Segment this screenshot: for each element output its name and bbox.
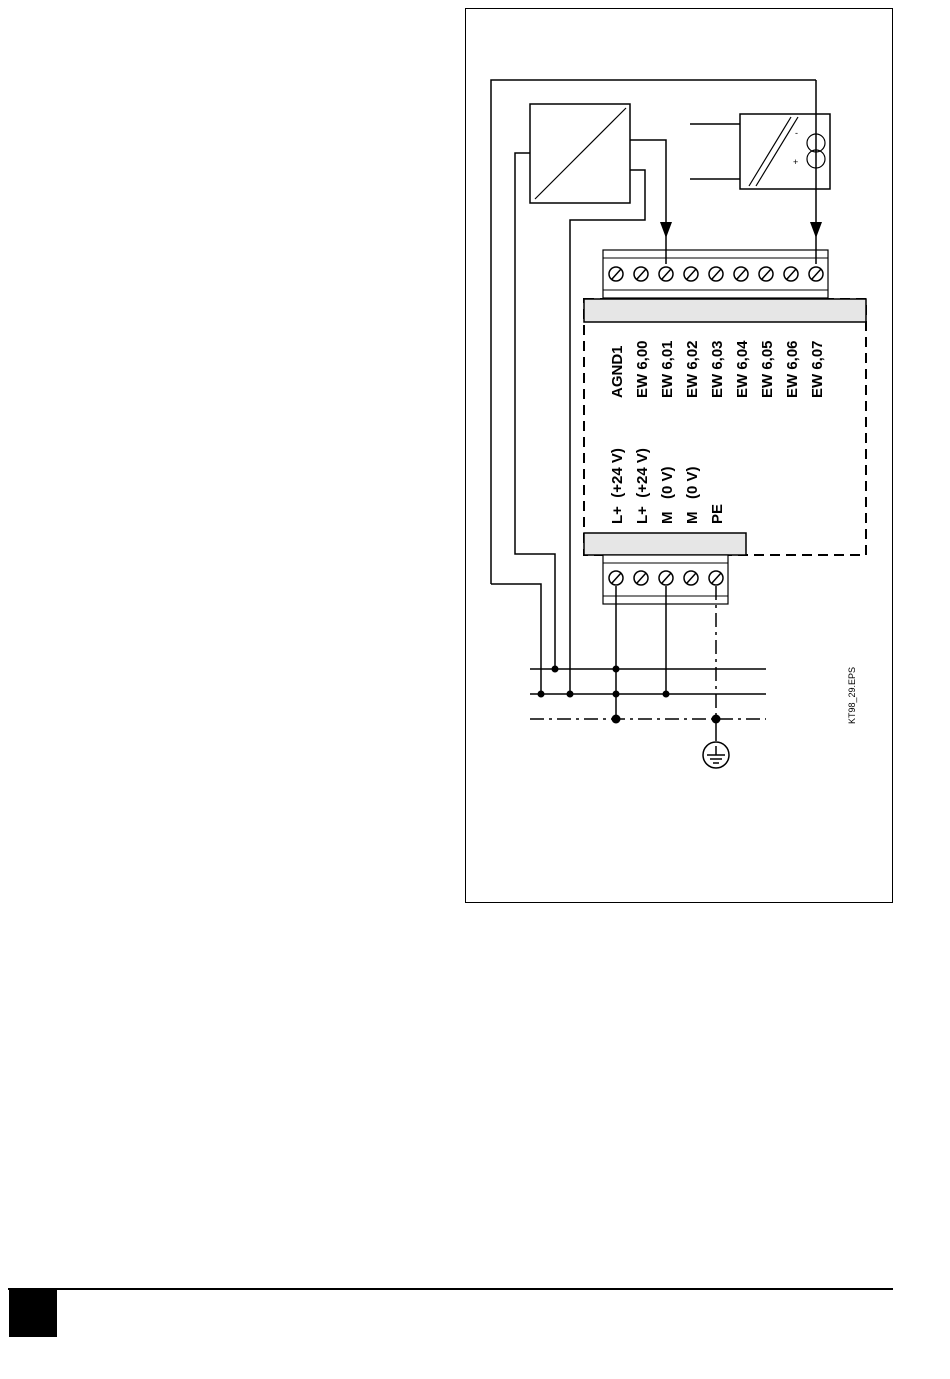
terminal-label-ew-601: EW 6,01 bbox=[659, 340, 676, 398]
terminal-label-ew-607: EW 6,07 bbox=[809, 340, 826, 398]
terminal-label-l-plus-1: L+ (+24 V) bbox=[609, 448, 626, 524]
page-tab-marker bbox=[9, 1289, 57, 1337]
input-terminal-labels: AGND1 EW 6,00 EW 6,01 EW 6,02 EW 6,03 EW… bbox=[609, 340, 826, 398]
terminal-label-pe: PE bbox=[709, 504, 726, 524]
signal-converter bbox=[530, 104, 630, 203]
arrowheads bbox=[660, 222, 822, 238]
terminal-label-ew-606: EW 6,06 bbox=[784, 340, 801, 398]
terminal-screw bbox=[659, 267, 673, 281]
terminal-label-m-2: M (0 V) bbox=[684, 466, 701, 524]
minus-sign: - bbox=[795, 128, 798, 138]
terminal-label-ew-605: EW 6,05 bbox=[759, 340, 776, 398]
terminal-screw bbox=[659, 571, 673, 585]
terminal-screw bbox=[634, 571, 648, 585]
terminal-label-ew-603: EW 6,03 bbox=[709, 340, 726, 398]
terminal-label-ew-604: EW 6,04 bbox=[734, 340, 751, 398]
terminal-screw bbox=[784, 267, 798, 281]
terminal-screw bbox=[709, 267, 723, 281]
terminal-screw bbox=[734, 267, 748, 281]
terminal-label-ew-602: EW 6,02 bbox=[684, 340, 701, 398]
power-terminal-labels: L+ (+24 V) L+ (+24 V) M (0 V) M (0 V) PE bbox=[609, 448, 726, 524]
terminal-label-ew-600: EW 6,00 bbox=[634, 340, 651, 398]
terminal-screw bbox=[634, 267, 648, 281]
arrow-down-icon bbox=[660, 222, 672, 238]
terminal-screw bbox=[759, 267, 773, 281]
terminal-screw bbox=[709, 571, 723, 585]
terminal-screw bbox=[609, 267, 623, 281]
protective-earth bbox=[530, 586, 766, 768]
plus-sign: + bbox=[793, 157, 798, 167]
figure-id: KT98_29.EPS bbox=[847, 667, 857, 724]
terminal-screw bbox=[609, 571, 623, 585]
terminal-label-agnd1: AGND1 bbox=[609, 345, 626, 398]
terminal-screw bbox=[684, 267, 698, 281]
current-source: - + bbox=[690, 114, 830, 189]
terminal-label-m-1: M (0 V) bbox=[659, 466, 676, 524]
arrow-down-icon bbox=[810, 222, 822, 238]
input-terminal-strip bbox=[603, 250, 828, 298]
footer-rule bbox=[8, 1288, 893, 1290]
terminal-screw bbox=[684, 571, 698, 585]
terminal-screw bbox=[809, 267, 823, 281]
terminal-label-l-plus-2: L+ (+24 V) bbox=[634, 448, 651, 524]
